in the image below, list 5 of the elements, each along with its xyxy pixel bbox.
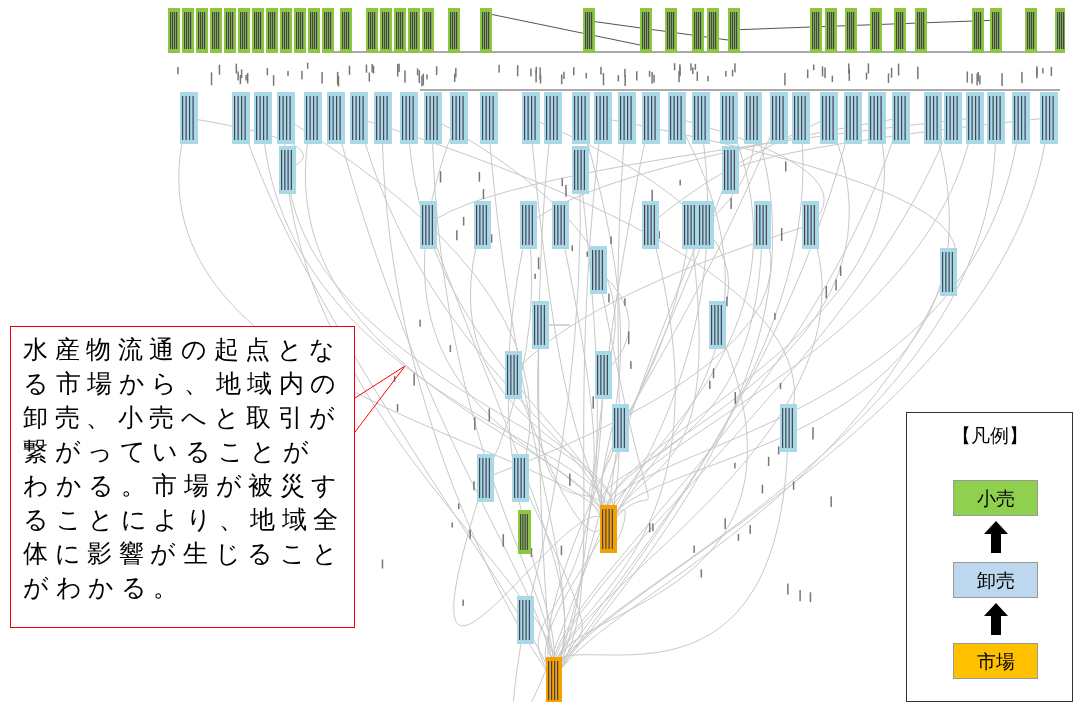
- legend-swatch: 市場: [953, 643, 1038, 679]
- callout-box: 水産物流通の起点となる市場から、地域内の卸売、小売へと取引が繋がっていることがわかる。市場が被災することにより、地域全体に影響が生じることがわかる。: [10, 326, 355, 628]
- legend-swatch: 小売: [953, 480, 1038, 516]
- legend-swatch: 卸売: [953, 562, 1038, 598]
- legend-title: 【凡例】: [950, 423, 1029, 448]
